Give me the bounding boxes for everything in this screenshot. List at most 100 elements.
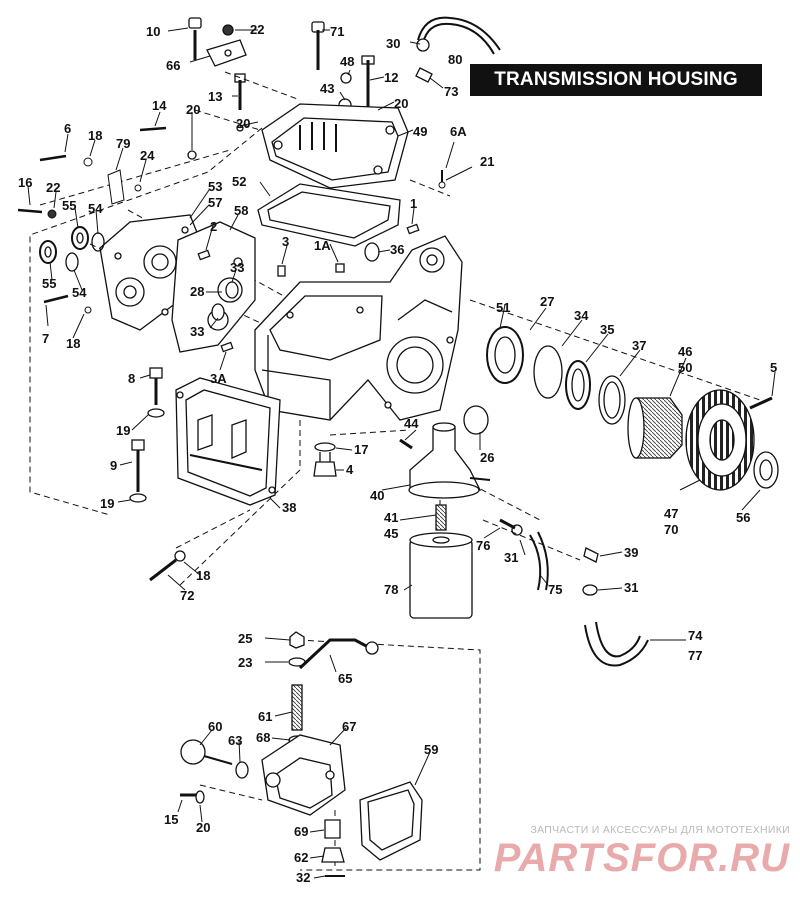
shifter-cover-gasket (359, 781, 423, 861)
callout-68: 68 (256, 730, 270, 745)
bolt-72 (149, 550, 186, 582)
callout-50: 50 (678, 360, 692, 375)
callout-54: 54 (88, 201, 103, 216)
callout-40: 40 (370, 488, 384, 503)
callout-26: 26 (480, 450, 494, 465)
oil-lines (499, 518, 649, 667)
callout-61: 61 (258, 709, 272, 724)
callout-3A: 3A (210, 371, 227, 386)
callout-5: 5 (770, 360, 777, 375)
callout-76: 76 (476, 538, 490, 553)
callout-20: 20 (394, 96, 408, 111)
callout-28: 28 (190, 284, 204, 299)
callout-6: 6 (64, 121, 71, 136)
callout-63: 63 (228, 733, 242, 748)
callout-17: 17 (354, 442, 368, 457)
callout-78: 78 (384, 582, 398, 597)
callout-57: 57 (208, 195, 222, 210)
callout-24: 24 (140, 148, 155, 163)
callout-53: 53 (208, 179, 222, 194)
callout-33: 33 (190, 324, 204, 339)
callout-18: 18 (196, 568, 210, 583)
callout-30: 30 (386, 36, 400, 51)
callout-1A: 1A (314, 238, 331, 253)
top-cover-gasket (257, 183, 401, 247)
callout-13: 13 (208, 89, 222, 104)
drive-sprocket (685, 389, 779, 491)
callout-35: 35 (600, 322, 614, 337)
cover-bolts (129, 367, 165, 503)
callout-56: 56 (736, 510, 750, 525)
callout-65: 65 (338, 671, 352, 686)
callout-22: 22 (250, 22, 264, 37)
callout-1: 1 (410, 196, 417, 211)
callout-33: 33 (230, 260, 244, 275)
callout-62: 62 (294, 850, 308, 865)
callout-25: 25 (238, 631, 252, 646)
callout-38: 38 (282, 500, 296, 515)
callout-41: 41 (384, 510, 398, 525)
callout-18: 18 (88, 128, 102, 143)
callout-74: 74 (688, 628, 703, 643)
callout-46: 46 (678, 344, 692, 359)
callout-51: 51 (496, 300, 510, 315)
callout-31: 31 (504, 550, 518, 565)
callout-22: 22 (46, 180, 60, 195)
callout-73: 73 (444, 84, 458, 99)
top-cover (261, 103, 409, 189)
callout-20: 20 (236, 116, 250, 131)
bottom-side-cover (175, 377, 281, 506)
callout-12: 12 (384, 70, 398, 85)
callout-32: 32 (296, 870, 310, 885)
callout-43: 43 (320, 81, 334, 96)
callout-21: 21 (480, 154, 494, 169)
callout-36: 36 (390, 242, 404, 257)
callout-19: 19 (100, 496, 114, 511)
drain-plug (313, 442, 337, 477)
callout-71: 71 (330, 24, 344, 39)
callout-79: 79 (116, 136, 130, 151)
callout-20: 20 (196, 820, 210, 835)
page-title: TRANSMISSION HOUSING (494, 69, 738, 90)
callout-49: 49 (413, 124, 427, 139)
callout-69: 69 (294, 824, 308, 839)
mainshaft-bearing-stack (463, 326, 683, 459)
leader-lines (27, 27, 776, 879)
callout-10: 10 (146, 24, 160, 39)
callout-18: 18 (66, 336, 80, 351)
side-cover-gasket (171, 221, 256, 353)
breather-cover-group (187, 16, 501, 160)
callout-16: 16 (18, 175, 32, 190)
callout-48: 48 (340, 54, 354, 69)
callout-52: 52 (232, 174, 246, 189)
callout-labels: 10 22 66 71 30 80 48 12 73 13 43 20 20 1… (18, 22, 777, 885)
callout-6A: 6A (450, 124, 467, 139)
callout-4: 4 (346, 462, 354, 477)
callout-23: 23 (238, 655, 252, 670)
callout-2: 2 (210, 219, 217, 234)
title-banner: TRANSMISSION HOUSING (470, 64, 762, 96)
callout-47: 47 (664, 506, 678, 521)
shifter-assembly (180, 631, 379, 877)
callout-31: 31 (624, 580, 638, 595)
oil-filter (409, 504, 473, 619)
callout-75: 75 (548, 582, 562, 597)
callout-60: 60 (208, 719, 222, 734)
oil-filter-adapter (399, 422, 491, 499)
callout-80: 80 (448, 52, 462, 67)
callout-55: 55 (42, 276, 56, 291)
callout-37: 37 (632, 338, 646, 353)
callout-27: 27 (540, 294, 554, 309)
callout-72: 72 (180, 588, 194, 603)
callout-19: 19 (116, 423, 130, 438)
callout-58: 58 (234, 203, 248, 218)
callout-66: 66 (166, 58, 180, 73)
callout-77: 77 (688, 648, 702, 663)
callout-3: 3 (282, 234, 289, 249)
main-housing (254, 235, 463, 421)
callout-8: 8 (128, 371, 135, 386)
callout-44: 44 (404, 416, 419, 431)
callout-70: 70 (664, 522, 678, 537)
callout-59: 59 (424, 742, 438, 757)
callout-54: 54 (72, 285, 87, 300)
